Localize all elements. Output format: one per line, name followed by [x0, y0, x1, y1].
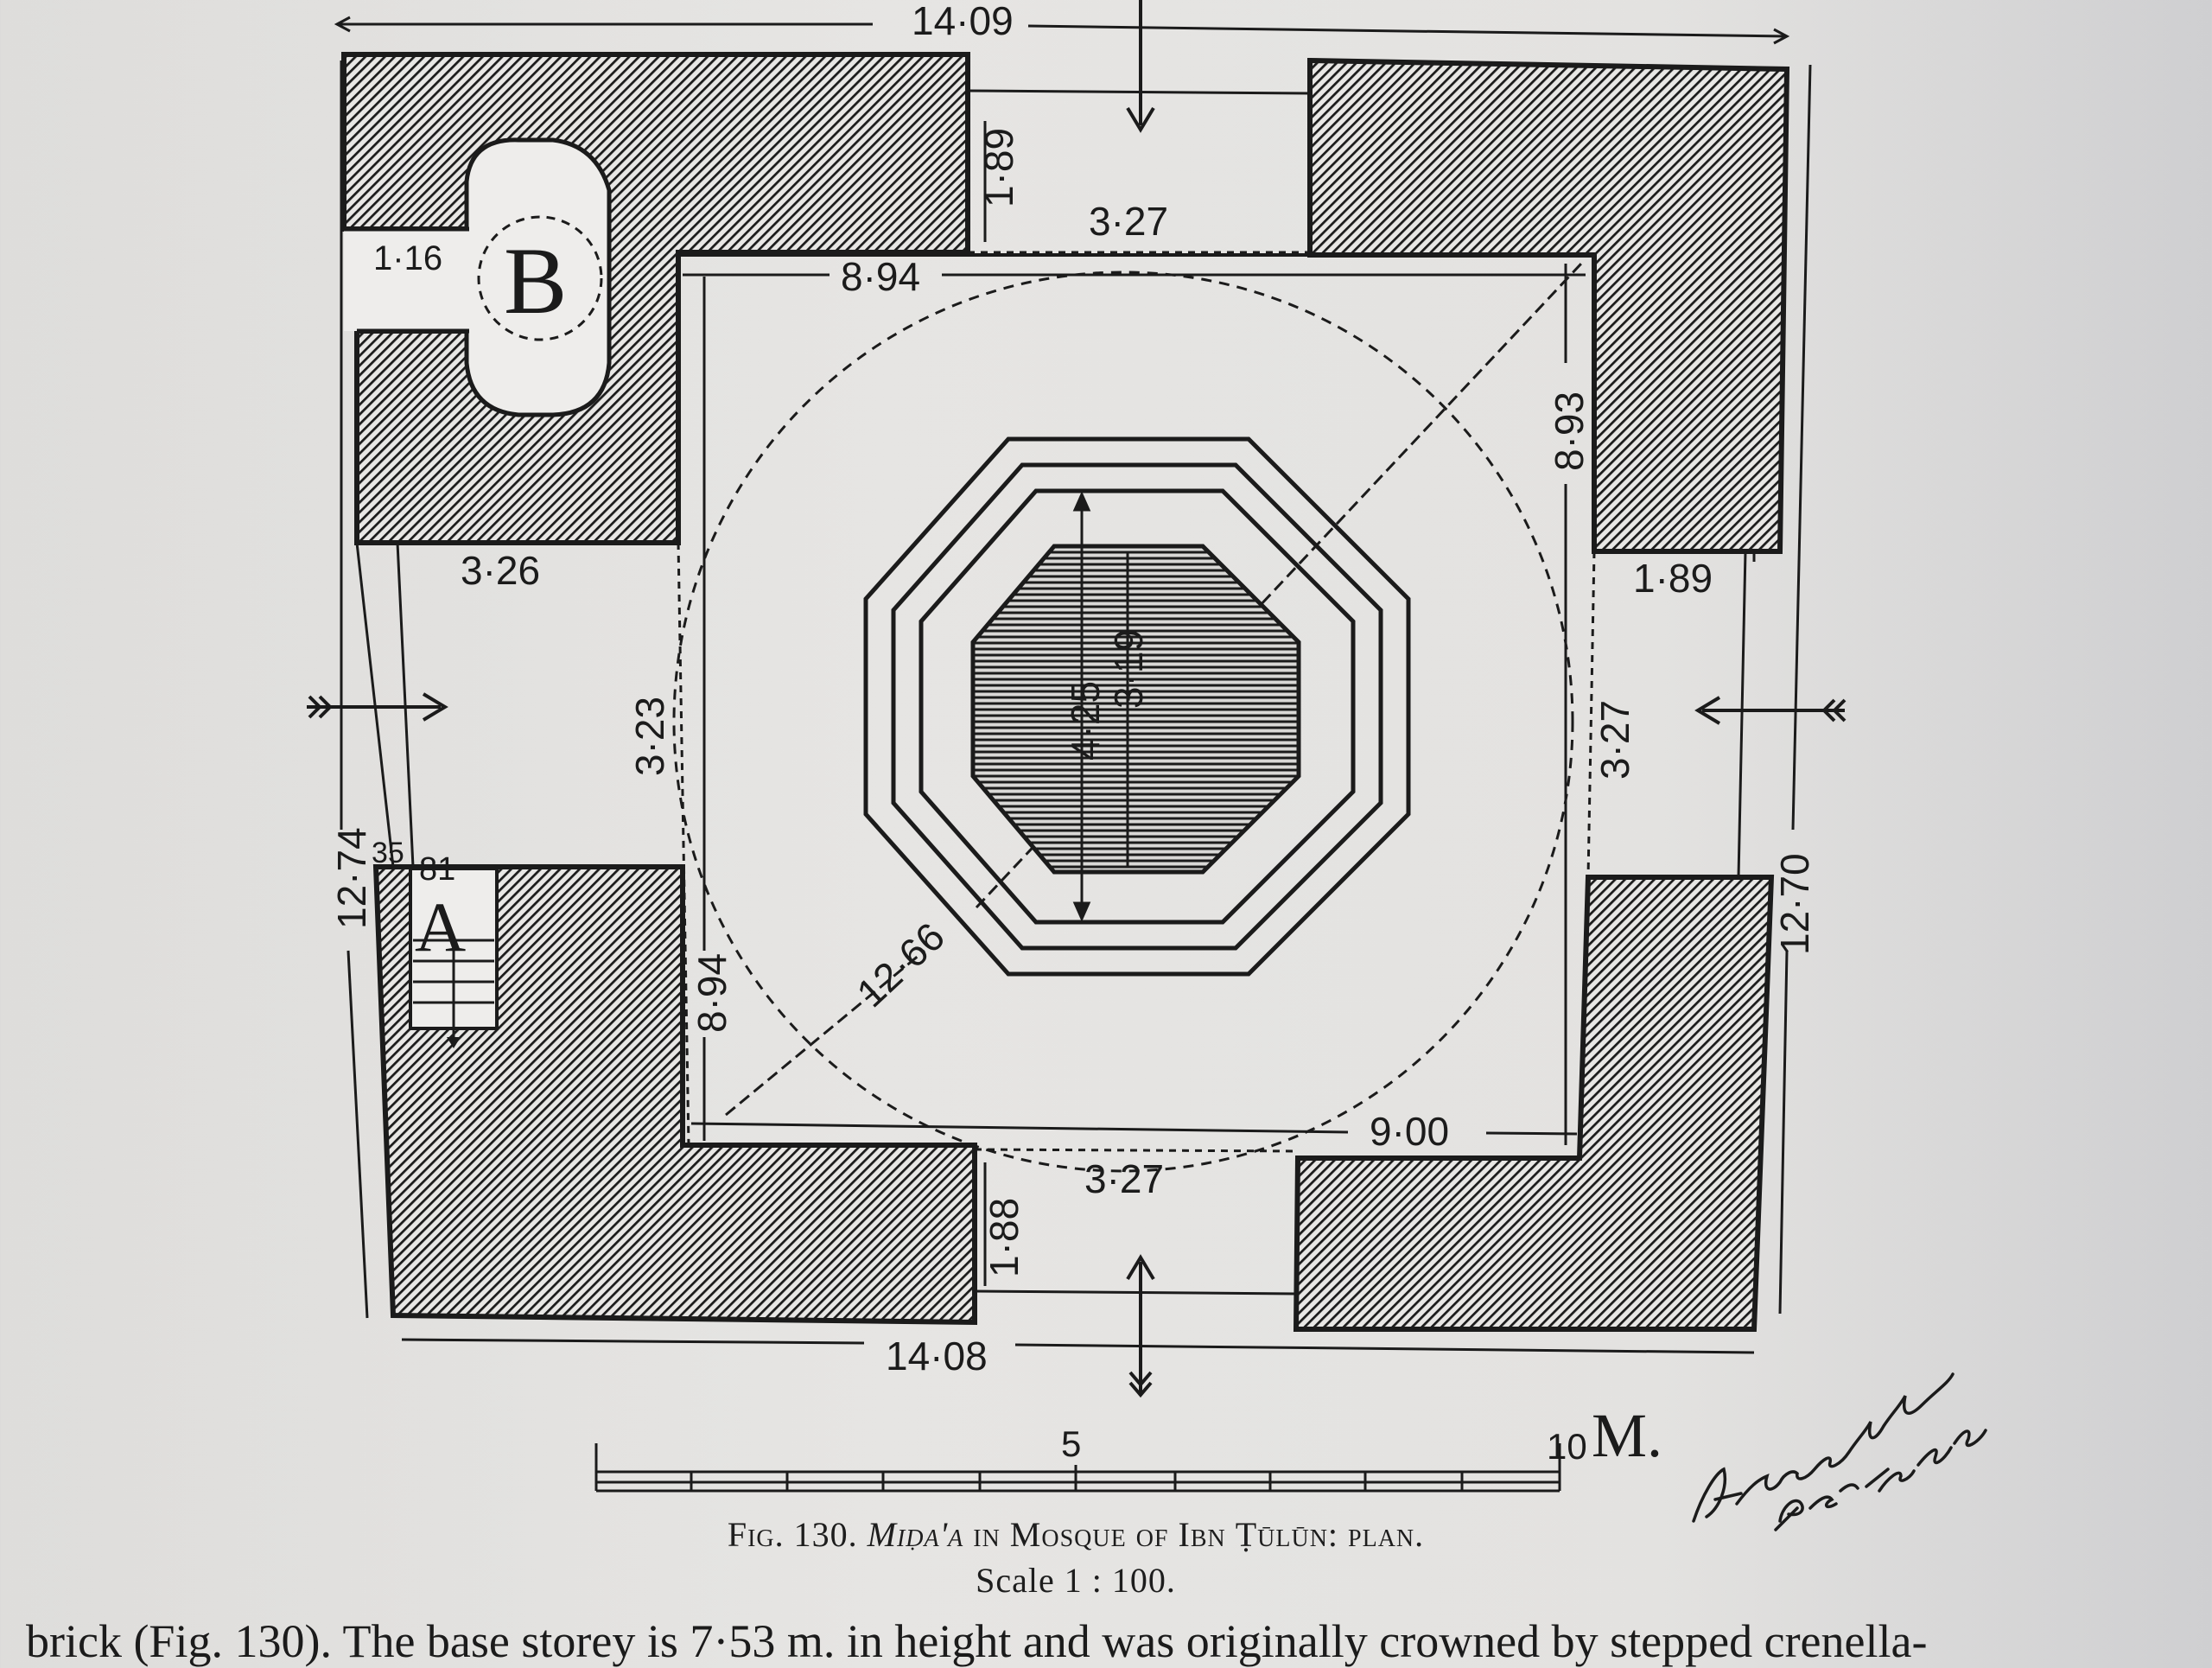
dim-stair-81: 81: [419, 851, 455, 888]
dim-east-gap-depth: 1·89: [1633, 556, 1713, 601]
caption-title-italic: Miḍa'a: [867, 1515, 964, 1554]
body-text-line: brick (Fig. 130). The base storey is 7·5…: [26, 1615, 1928, 1667]
court-dashed-circle: [672, 271, 1574, 1173]
dim-left-height: 12·74: [329, 827, 374, 929]
dim-court-right: 8·93: [1547, 392, 1592, 471]
chamber-b-niche: [464, 137, 612, 417]
label-room-a: A: [415, 888, 466, 966]
scale-bar-unit: M.: [1592, 1401, 1662, 1470]
dim-stair-35: 35: [372, 837, 404, 869]
dim-diagonal: 12·66: [848, 914, 953, 1015]
dim-west-opening: 3·23: [627, 697, 672, 776]
outer-dimension-lines: [334, 16, 1812, 1354]
dim-east-opening: 3·27: [1592, 700, 1637, 780]
octagonal-basin: [863, 436, 1411, 977]
dim-south-opening: 3·27: [1084, 1156, 1164, 1201]
scale-bar-mid-label: 5: [1061, 1423, 1081, 1464]
dim-b-passage: 1·16: [373, 239, 442, 277]
pier-southeast: [1293, 875, 1775, 1332]
dim-court-left: 8·94: [690, 953, 734, 1033]
dim-bottom-width: 14·08: [886, 1334, 988, 1378]
label-room-b: B: [504, 228, 567, 334]
court-outline: [677, 251, 1596, 1153]
scale-bar-end-label: 10: [1547, 1426, 1587, 1467]
caption-fig-no: Fig. 130.: [727, 1515, 858, 1554]
dim-north-gap-depth: 1·89: [976, 128, 1021, 207]
creswell-signature: [1692, 1372, 1987, 1531]
entrance-arrows: [307, 0, 1847, 1398]
basin-water: [970, 544, 1301, 875]
pier-northwest: [341, 52, 970, 545]
dim-right-height: 12·70: [1772, 853, 1817, 955]
dim-west-gap: 3·26: [461, 548, 540, 593]
dim-court-bottom: 9·00: [1370, 1109, 1449, 1154]
basin-dimension-lines: [1072, 491, 1129, 922]
dim-basin-inner: 3·19: [1106, 629, 1151, 709]
chamber-b-circle: [477, 215, 603, 341]
dim-court-top: 8·94: [841, 254, 920, 299]
dim-top-width: 14·09: [912, 0, 1014, 43]
dim-basin-outer: 4·25: [1063, 681, 1108, 761]
figure-caption: Fig. 130. Miḍa'a in Mosque of Ibn Ṭūlūn:…: [0, 1514, 2152, 1555]
caption-title-rest: in Mosque of Ibn Ṭūlūn: plan.: [973, 1515, 1425, 1554]
dim-north-opening: 3·27: [1089, 199, 1168, 244]
caption-scale: Scale 1 : 100.: [976, 1561, 1176, 1600]
scale-bar: [594, 1443, 1561, 1493]
dim-south-gap-depth: 1·88: [982, 1198, 1027, 1277]
